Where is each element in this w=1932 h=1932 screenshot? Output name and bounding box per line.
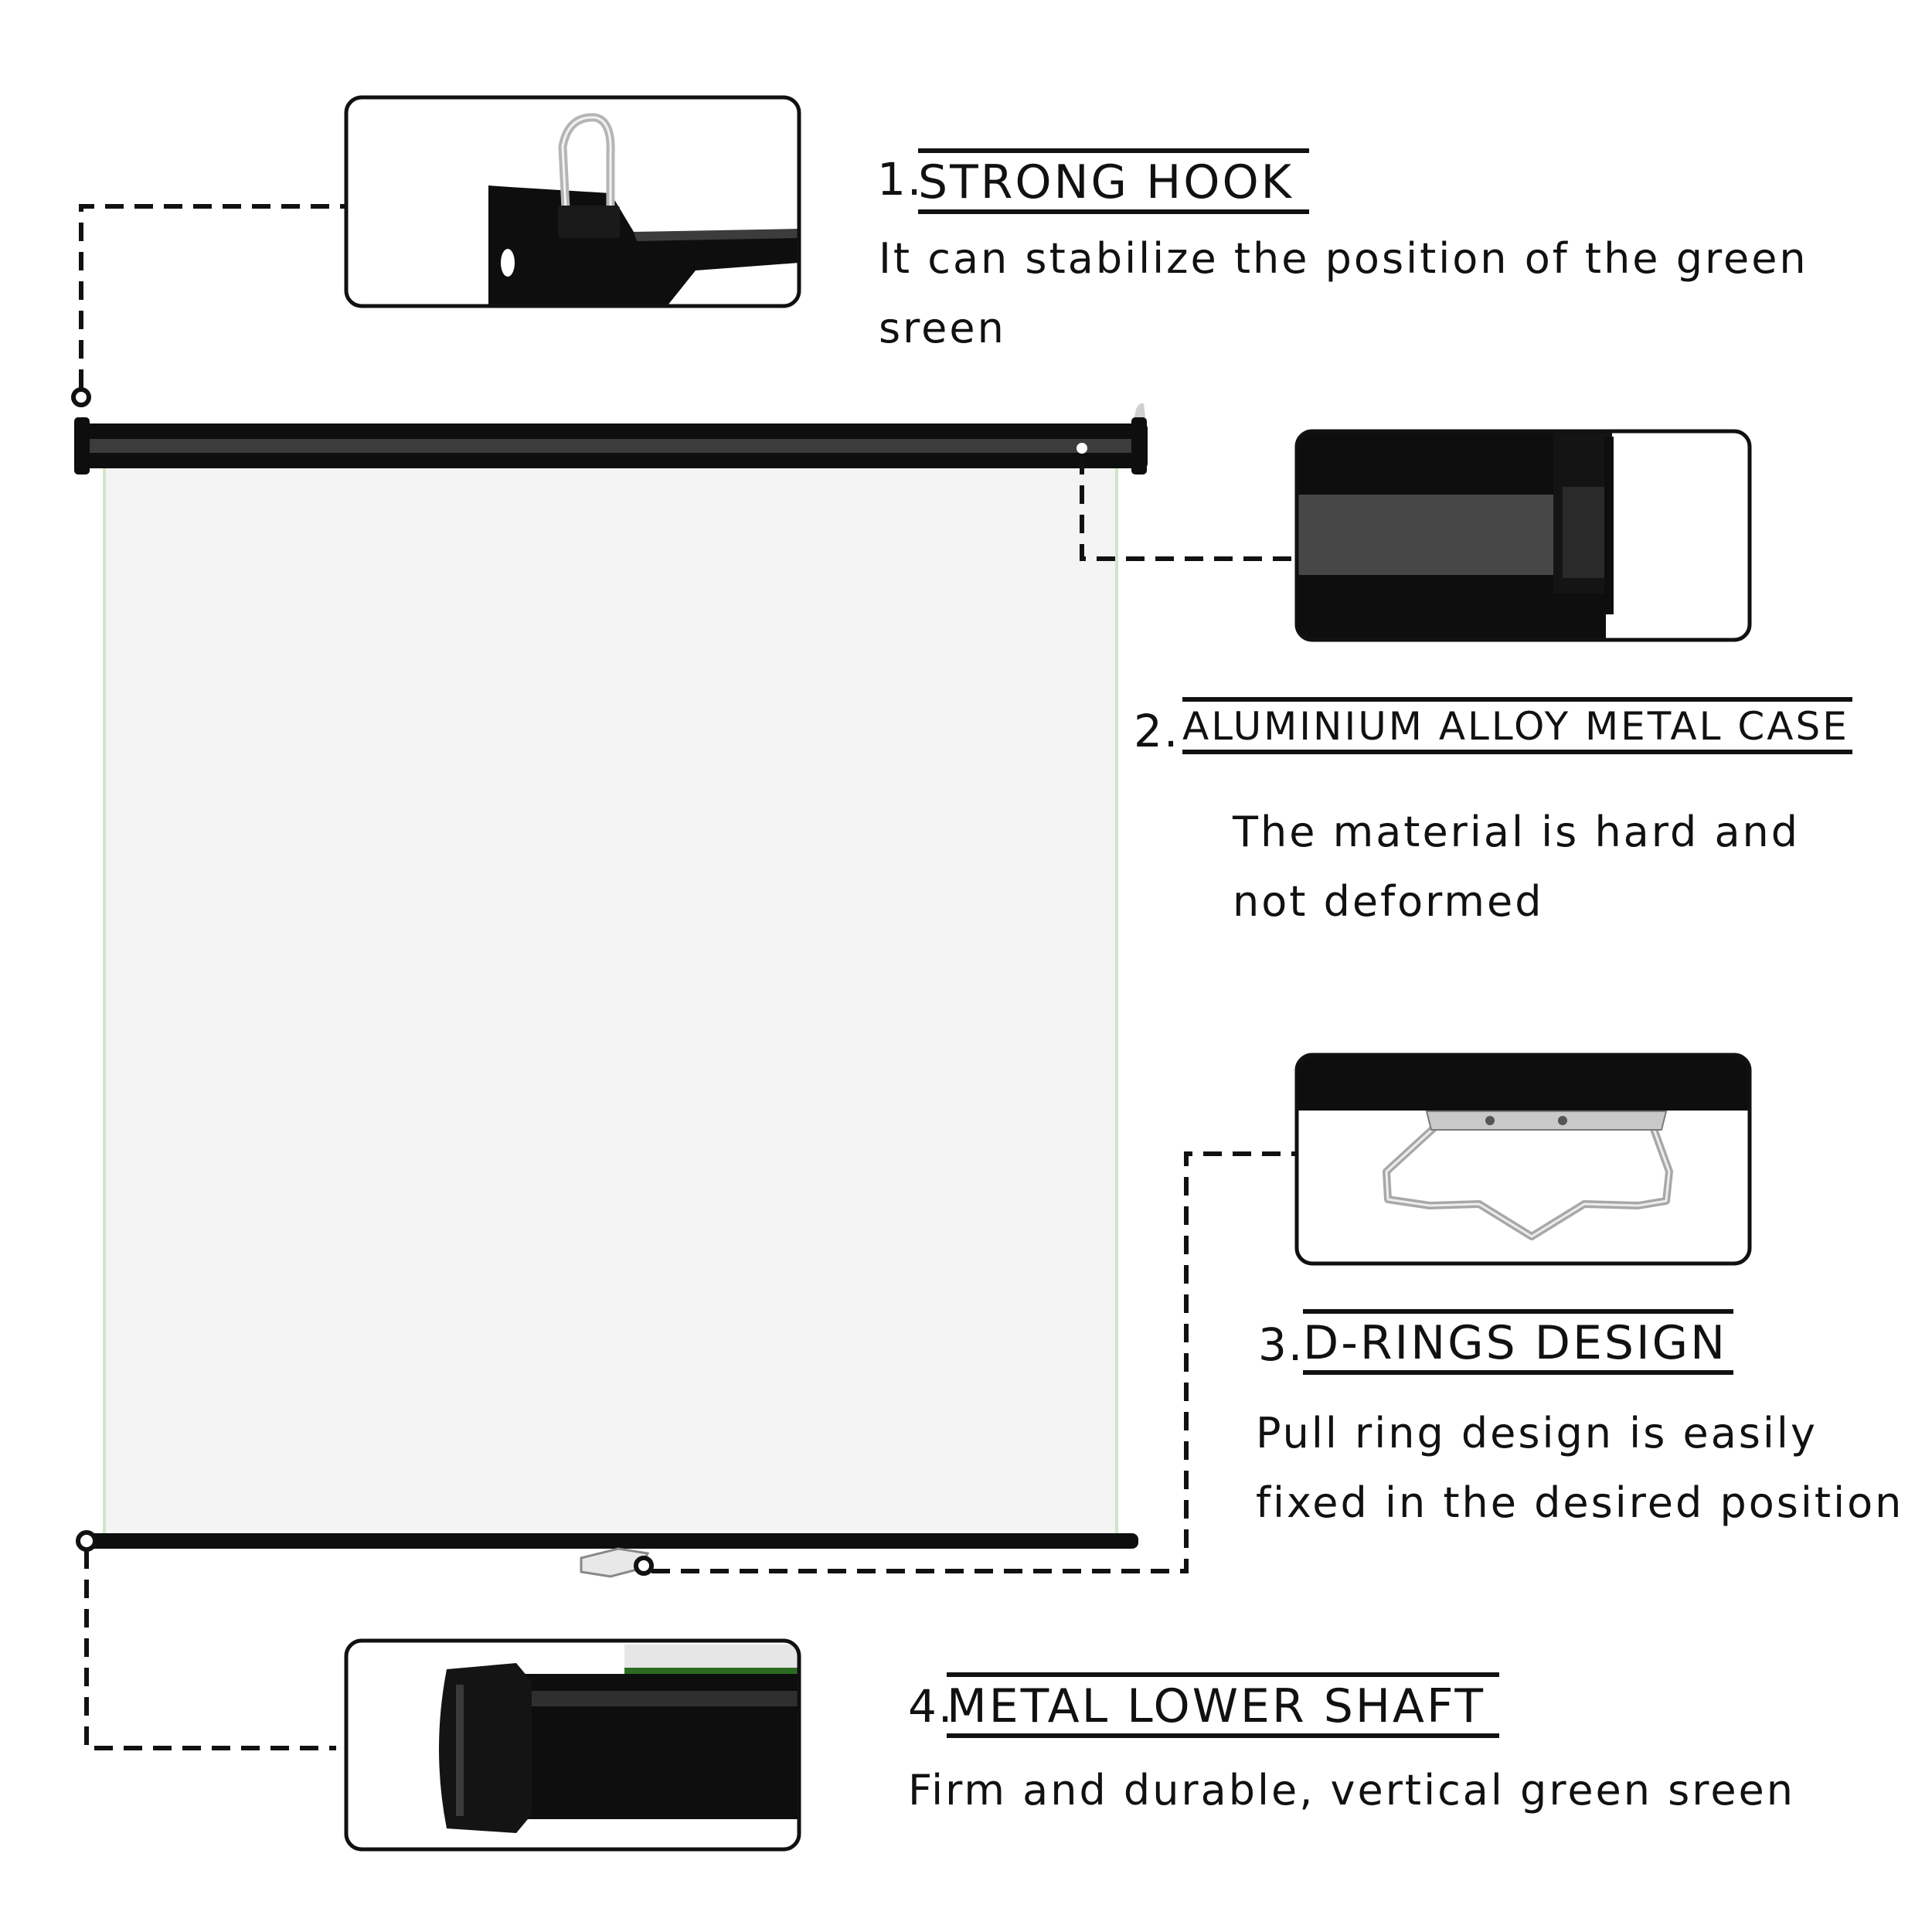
- leader-line-case: [1080, 456, 1297, 561]
- feature-description-1-line-1: It can stabilize the position of the gre…: [879, 234, 1808, 283]
- feature-number-4: 4.: [908, 1680, 954, 1733]
- hook-detail-icon: [344, 95, 801, 308]
- feature-description-2-line-2: not deformed: [1233, 877, 1544, 926]
- feature-description-3: Pull ring design is easily fixed in the …: [1256, 1399, 1903, 1538]
- feature-description-4: Firm and durable, vertical green sreen: [908, 1756, 1795, 1825]
- feature-number-1: 1.: [877, 153, 923, 206]
- leader-lines: [79, 204, 1297, 1750]
- feature-description-1-line-2: sreen: [879, 304, 1006, 352]
- feature-title-2: ALUMINIUM ALLOY METAL CASE: [1182, 697, 1852, 754]
- feature-description-1: It can stabilize the position of the gre…: [879, 224, 1808, 363]
- feature-description-2-line-1: The material is hard and: [1233, 808, 1801, 856]
- top-hook-point: [71, 387, 91, 407]
- feature-description-3-line-1: Pull ring design is easily: [1256, 1409, 1818, 1458]
- feature-title-3: D-RINGS DESIGN: [1303, 1309, 1734, 1375]
- bottom-shaft: [76, 1530, 1138, 1578]
- shaft-end-detail-icon: [344, 1638, 801, 1852]
- top-metal-case: [74, 403, 1148, 474]
- feature-description-2: The material is hard and not deformed: [1233, 798, 1800, 937]
- feature-description-4-line-1: Firm and durable, vertical green sreen: [908, 1766, 1795, 1815]
- feature-number-2: 2.: [1134, 705, 1180, 757]
- leader-line-shaft: [84, 1550, 336, 1750]
- case-corner-detail-icon: [1294, 429, 1752, 642]
- screen-fabric: [103, 462, 1118, 1539]
- leader-line-d-ring: [651, 1151, 1297, 1573]
- feature-number-3: 3.: [1258, 1318, 1304, 1371]
- feature-description-3-line-2: fixed in the desired position: [1256, 1478, 1904, 1527]
- d-ring-detail-icon: [1294, 1053, 1752, 1266]
- leader-line-hook: [79, 204, 346, 388]
- feature-title-4: METAL LOWER SHAFT: [947, 1672, 1500, 1738]
- feature-title-1: STRONG HOOK: [918, 148, 1310, 214]
